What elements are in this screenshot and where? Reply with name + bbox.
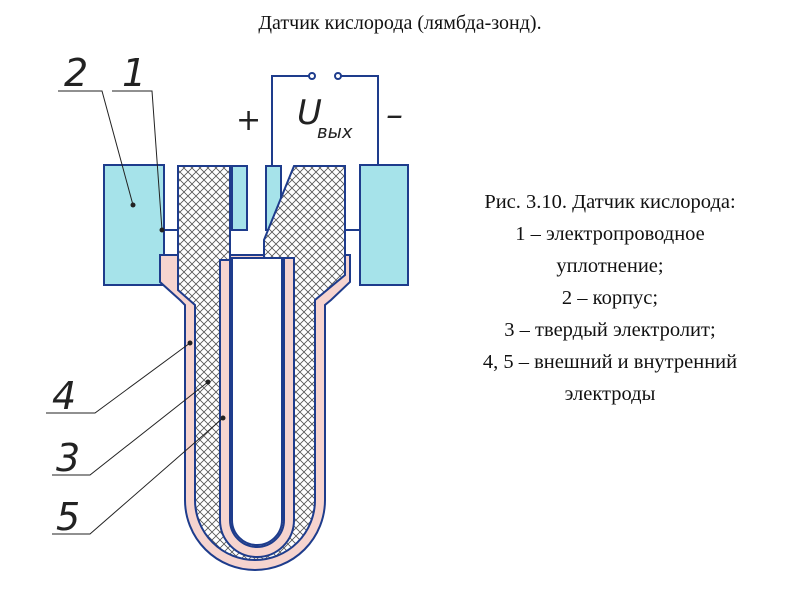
caption-line: 3 – твердый электролит; — [504, 319, 716, 341]
leader-3 — [52, 381, 209, 476]
leader-2-dot — [130, 202, 136, 208]
leader-1-dot — [159, 227, 165, 233]
caption-line: уплотнение; — [556, 255, 664, 277]
callout-1: 1 — [122, 51, 146, 95]
caption-line: электроды — [564, 383, 656, 405]
figure-caption: Рис. 3.10. Датчик кислорода: 1 – электро… — [420, 186, 800, 410]
wire-plus — [271, 75, 310, 166]
leader-3-dot — [205, 379, 211, 385]
callout-2: 2 — [64, 51, 88, 95]
caption-line: 2 – корпус; — [561, 287, 659, 309]
leader-4 — [46, 342, 191, 414]
minus-sign: – — [386, 95, 403, 135]
callout-5: 5 — [56, 495, 80, 539]
voltage-subscript: вых — [317, 122, 353, 143]
caption-line: 4, 5 – внешний и внутренний — [482, 351, 738, 373]
wire-minus — [340, 75, 379, 166]
callout-4: 4 — [52, 374, 76, 418]
callout-3: 3 — [56, 436, 80, 480]
leader-5-dot — [220, 415, 226, 421]
plus-sign: + — [236, 103, 261, 138]
terminal-minus — [334, 72, 342, 80]
terminal-plus — [308, 72, 316, 80]
center-block-left — [231, 165, 248, 231]
leader-4-dot — [187, 340, 193, 346]
housing-right — [359, 164, 409, 286]
leader-5 — [52, 417, 224, 535]
voltage-label: U — [297, 93, 322, 133]
leader-1 — [112, 90, 163, 231]
diagram-title: Датчик кислорода (лямбда-зонд). — [258, 12, 542, 34]
inner-electrode — [219, 257, 295, 558]
inner-cavity — [231, 257, 283, 546]
housing-left — [103, 164, 165, 286]
leader-2 — [58, 90, 134, 206]
caption-line: 1 – электропроводное — [515, 223, 705, 245]
caption-line: Рис. 3.10. Датчик кислорода: — [484, 191, 736, 213]
